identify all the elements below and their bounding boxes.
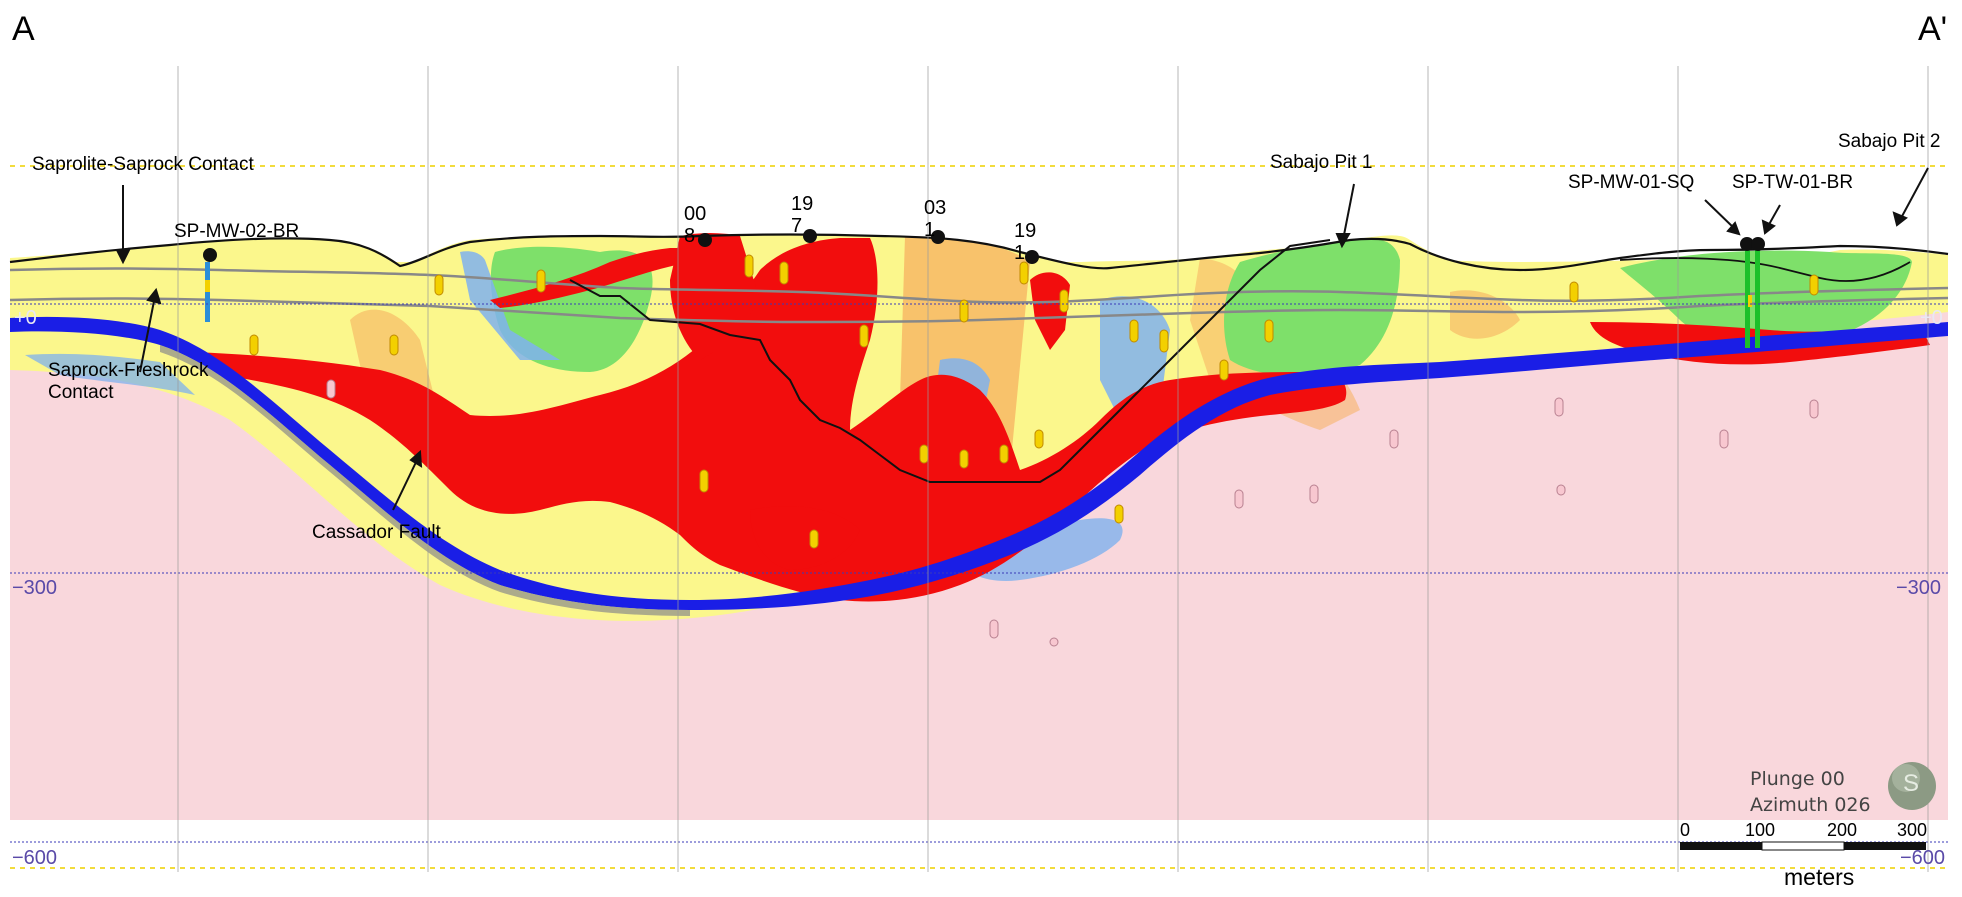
- well-label-sp-mw-01-sq: SP-MW-01-SQ: [1568, 172, 1695, 193]
- sabajo-pit1-label: Sabajo Pit 1: [1270, 152, 1373, 173]
- azimuth-readout: Azimuth 026: [1750, 794, 1871, 816]
- section-end-label: A': [1918, 10, 1948, 48]
- sample-capsules: [249, 254, 1819, 549]
- well-label-197: 19 7: [791, 193, 813, 237]
- blue-zone-deep: [960, 518, 1123, 581]
- elev-left-m300: −300: [12, 577, 58, 599]
- scale-unit-label: meters: [1784, 864, 1855, 890]
- well-dot-sp-mw-01-sq: [1740, 237, 1754, 251]
- well-dot-031: [931, 230, 945, 244]
- annotation-arrows: [115, 167, 1929, 511]
- cassador-fault-label: Cassador Fault: [312, 522, 441, 543]
- saprolite-saprock-label: Saprolite-Saprock Contact: [32, 154, 254, 175]
- well-label-191-line2: 1: [1014, 242, 1026, 264]
- ore-red-main: [195, 238, 1347, 602]
- borehole-traces: [205, 248, 1760, 348]
- scale-tick-300: 300: [1897, 820, 1928, 840]
- ore-red-upper-left: [490, 248, 700, 308]
- well-dot-197: [803, 229, 817, 243]
- pit1-outline: [569, 239, 1331, 483]
- elev-left-m600: −600: [12, 847, 58, 869]
- well-label-sp-tw-01-br: SP-TW-01-BR: [1732, 172, 1854, 193]
- well-dot-191: [1025, 250, 1039, 264]
- elev-right-m300: −300: [1896, 577, 1942, 599]
- pit2-outline: [1619, 257, 1911, 282]
- scale-tick-100: 100: [1745, 820, 1776, 840]
- saprolite-saprock-line: [9, 267, 1949, 304]
- ore-red-deep: [750, 506, 860, 570]
- orange-zone-pit2: [1450, 290, 1520, 339]
- plunge-readout: Plunge 00: [1750, 768, 1845, 790]
- well-label-197-line2: 7: [791, 215, 803, 237]
- well-dot-008: [698, 233, 712, 247]
- saprock-freshrock-label-1: Saprock-Freshrock: [48, 360, 209, 381]
- elev-left-0: +0: [14, 307, 37, 329]
- cassador-fault-band: [10, 316, 1948, 610]
- well-label-008: 00 8: [684, 203, 706, 247]
- well-label-191-line1: 19: [1014, 220, 1037, 242]
- ore-red-center: [670, 233, 760, 360]
- scale-tick-0: 0: [1680, 820, 1691, 840]
- well-label-031-line1: 03: [924, 197, 947, 219]
- vertical-gridlines: [177, 66, 1929, 872]
- section-start-label: A: [12, 10, 35, 48]
- elev-right-0: +0: [1920, 307, 1943, 329]
- cassador-fault-grey: [160, 345, 690, 616]
- elev-right-m600: −600: [1900, 847, 1946, 869]
- compass-icon[interactable]: S: [1903, 770, 1920, 797]
- well-label-191: 19 1: [1014, 220, 1036, 264]
- well-label-008-line1: 00: [684, 203, 707, 225]
- compass-sphere: [1888, 762, 1936, 810]
- scale-bar-graphic: [1680, 841, 1926, 851]
- well-label-031-line2: 1: [924, 219, 936, 241]
- well-label-197-line1: 19: [791, 193, 814, 215]
- ore-red-pit1: [1030, 272, 1070, 350]
- well-label-031: 03 1: [924, 197, 946, 241]
- well-dot-sp-tw-01-br: [1751, 237, 1765, 251]
- well-label-sp-mw-02-br: SP-MW-02-BR: [174, 221, 300, 242]
- saprock-freshrock-label-2: Contact: [48, 382, 114, 403]
- blue-zone-west: [25, 353, 195, 395]
- pink-capsules: [326, 379, 1819, 647]
- sabajo-pit2-label: Sabajo Pit 2: [1838, 131, 1941, 152]
- well-label-008-line2: 8: [684, 225, 696, 247]
- scale-tick-200: 200: [1827, 820, 1858, 840]
- green-zone-pit2: [1620, 250, 1912, 342]
- well-dot-sp-mw-02-br: [203, 248, 217, 262]
